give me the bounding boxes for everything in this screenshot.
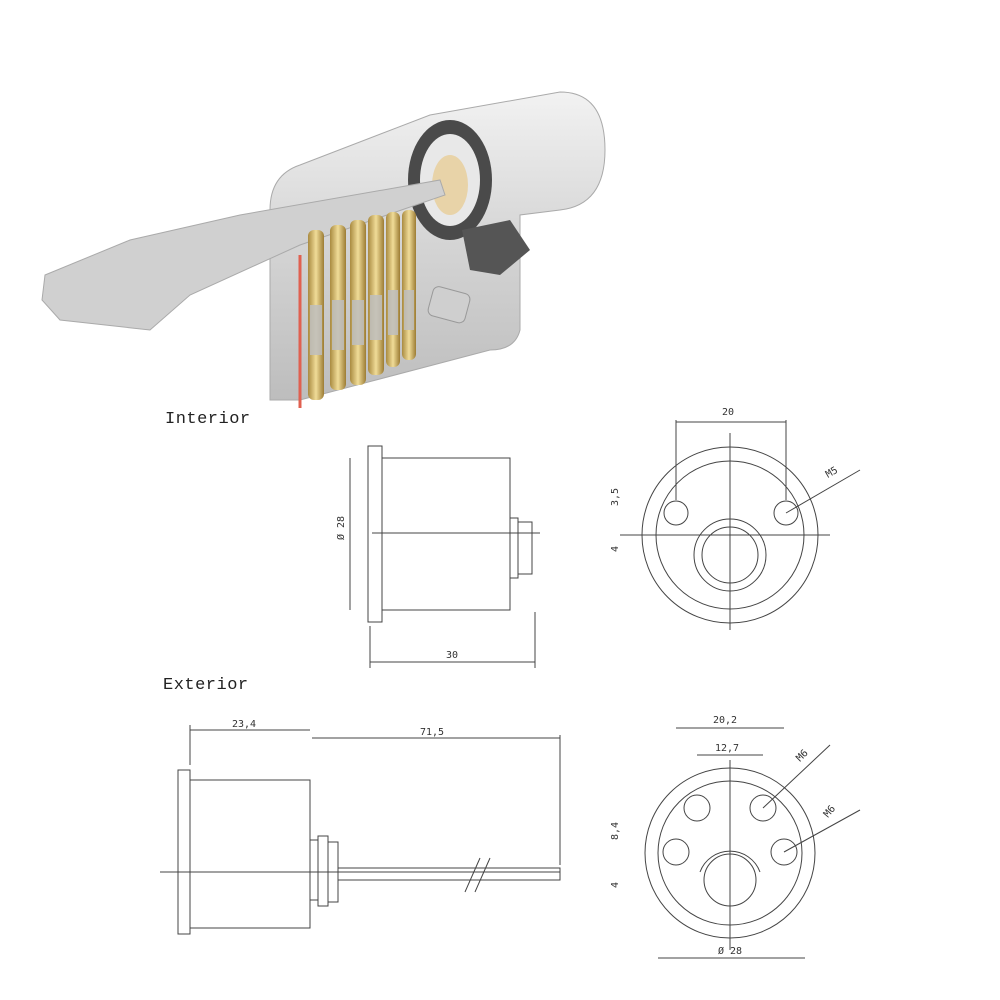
cam	[462, 220, 530, 275]
exterior-side-view	[160, 725, 561, 935]
dim-exterior-offset-upper: 8,4	[610, 822, 621, 840]
key	[41, 179, 446, 331]
dim-interior-hole-spacing: 20	[722, 407, 734, 418]
dim-exterior-tail-length: 71,5	[420, 727, 444, 738]
dim-exterior-diameter: Ø 28	[718, 945, 742, 957]
dim-exterior-flange-length: 23,4	[232, 719, 256, 730]
dim-interior-length: 30	[446, 650, 458, 661]
dim-exterior-offset-lower: 4	[610, 882, 621, 888]
dim-interior-offset-upper: 3,5	[610, 488, 621, 506]
pin-stacks	[308, 210, 416, 400]
dim-interior-diameter: Ø 28	[335, 516, 347, 540]
dim-interior-offset-lower: 4	[610, 546, 621, 552]
dim-exterior-thread-lower: M6	[822, 804, 838, 820]
interior-front-view	[620, 420, 861, 630]
dim-exterior-thread-upper: M6	[794, 748, 810, 764]
dim-exterior-inner-spacing: 12,7	[715, 743, 739, 754]
lock-cylinder-illustration	[41, 91, 606, 408]
exterior-label: Exterior	[163, 676, 249, 695]
interior-label: Interior	[165, 410, 251, 429]
dim-interior-thread: M5	[824, 465, 840, 481]
exterior-front-view	[644, 727, 861, 959]
dim-exterior-outer-spacing: 20,2	[713, 715, 737, 726]
interior-side-view	[349, 445, 540, 668]
